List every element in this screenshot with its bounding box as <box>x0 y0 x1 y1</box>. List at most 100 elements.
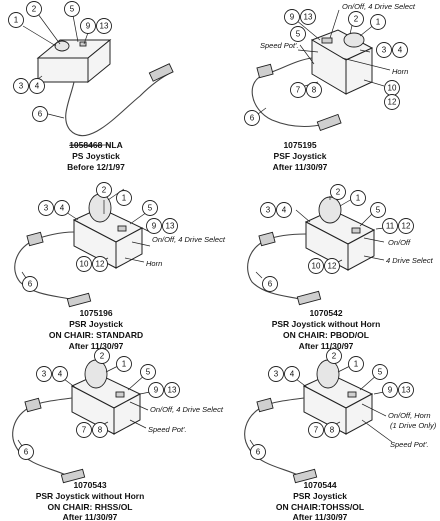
callout-ps-9: 9 <box>80 18 96 34</box>
svg-text:4: 4 <box>35 82 40 91</box>
callout-psr-tohss-7: 7 <box>308 422 324 438</box>
callout-psr-rhss-9: 9 <box>148 382 164 398</box>
callout-psr-rhss-13: 13 <box>164 382 180 398</box>
callout-psr-standard-9: 9 <box>146 218 162 234</box>
psr-standard-joystick-knob <box>88 193 112 223</box>
psr-pbod-connector <box>296 290 322 306</box>
callout-psr-tohss-3: 3 <box>268 366 284 382</box>
svg-text:2: 2 <box>100 352 105 361</box>
psf-cable-ferrite <box>256 63 274 79</box>
psr-standard-caption-name: PSR Joystick <box>69 319 123 329</box>
svg-text:4: 4 <box>58 370 63 379</box>
psr-tohss-caption-date: After 11/30/97 <box>293 512 348 521</box>
callout-psr-pbod-5: 5 <box>370 202 386 218</box>
svg-text:13: 13 <box>100 22 109 31</box>
psr-rhss-caption-chair: ON CHAIR: RHSS/OL <box>48 502 133 512</box>
svg-text:2: 2 <box>336 188 341 197</box>
psr-pbod-cable-ferrite <box>258 231 276 247</box>
psr-pbod-annotation-drive: 4 Drive Select <box>386 256 434 265</box>
callout-psr-standard-1: 1 <box>116 190 132 206</box>
callout-psr-pbod-6: 6 <box>262 276 278 292</box>
psr-tohss-switch <box>347 391 357 398</box>
psr-tohss-annotation-speed: Speed Pot'. <box>390 440 429 449</box>
svg-text:8: 8 <box>330 426 335 435</box>
ps-box-side <box>87 38 111 84</box>
psr-rhss-caption-date: After 11/30/97 <box>63 512 118 521</box>
psf-annotation-horn: Horn <box>392 67 408 76</box>
svg-text:12: 12 <box>402 222 411 231</box>
callout-ps-5: 5 <box>64 1 80 17</box>
svg-text:9: 9 <box>152 222 157 231</box>
callout-psf-7: 7 <box>290 82 306 98</box>
callout-psr-tohss-8: 8 <box>324 422 340 438</box>
svg-text:5: 5 <box>146 368 151 377</box>
callout-psr-tohss-1: 1 <box>348 356 364 372</box>
psf-part-number: 1075195 <box>283 140 316 150</box>
panel-psr-standard: On/Off, 4 Drive Select Horn 2 1 3 4 5 9 … <box>14 182 226 351</box>
svg-text:5: 5 <box>296 30 301 39</box>
psr-rhss-joystick-knob <box>84 359 108 389</box>
callout-psr-tohss-5: 5 <box>372 364 388 380</box>
psr-tohss-connector <box>292 468 318 484</box>
psr-standard-annotation-onoff: On/Off, 4 Drive Select <box>152 235 226 244</box>
svg-text:4: 4 <box>60 204 65 213</box>
ps-switch <box>79 41 87 47</box>
callout-psr-pbod-3: 3 <box>260 202 276 218</box>
svg-text:9: 9 <box>290 13 295 22</box>
callout-ps-4: 4 <box>29 78 45 94</box>
svg-text:7: 7 <box>296 86 301 95</box>
psr-rhss-cable <box>12 397 73 477</box>
callout-psr-rhss-6: 6 <box>18 444 34 460</box>
panel-psf: On/Off, 4 Drive Select Speed Pot'. Horn … <box>244 2 416 172</box>
callout-psr-tohss-13: 13 <box>398 382 414 398</box>
svg-text:6: 6 <box>38 110 43 119</box>
callout-psr-rhss-7: 7 <box>76 422 92 438</box>
ps-connector <box>148 63 174 82</box>
svg-text:5: 5 <box>70 5 75 14</box>
callout-ps-2: 1 <box>8 12 24 28</box>
psf-annotation-speed: Speed Pot'. <box>260 41 299 50</box>
callout-ps-3: 3 <box>13 78 29 94</box>
svg-text:3: 3 <box>274 370 279 379</box>
callout-psr-standard-4: 4 <box>54 200 70 216</box>
psr-pbod-caption-chair: ON CHAIR: PBOD/OL <box>283 330 369 340</box>
svg-text:6: 6 <box>250 114 255 123</box>
panel-psr-rhss: On/Off, 4 Drive Select Speed Pot'. 2 1 3… <box>12 348 224 521</box>
psr-rhss-switch <box>115 391 125 398</box>
psr-pbod-caption-name: PSR Joystick without Horn <box>272 319 381 329</box>
psr-standard-cable-ferrite <box>26 231 44 247</box>
callout-psr-tohss-2: 2 <box>326 348 342 364</box>
svg-text:6: 6 <box>256 448 261 457</box>
psr-tohss-part-number: 1070544 <box>303 480 336 490</box>
psr-tohss-cable-ferrite <box>256 397 274 413</box>
callout-psf-9: 9 <box>284 9 300 25</box>
ps-joystick-knob <box>54 40 70 52</box>
svg-text:2: 2 <box>354 15 359 24</box>
psr-rhss-annotation-onoff: On/Off, 4 Drive Select <box>150 405 224 414</box>
svg-text:12: 12 <box>328 262 337 271</box>
psf-annotation-onoff: On/Off, 4 Drive Select <box>342 2 416 11</box>
svg-text:2: 2 <box>102 186 107 195</box>
ps-caption-date: Before 12/1/97 <box>67 162 125 172</box>
svg-text:9: 9 <box>388 386 393 395</box>
svg-text:3: 3 <box>42 370 47 379</box>
psr-pbod-annotation-onoff: On/Off <box>388 238 411 247</box>
psr-pbod-box-side <box>347 229 375 271</box>
psr-rhss-cable-ferrite <box>24 397 42 413</box>
callout-psf-12: 12 <box>384 94 400 110</box>
psf-joystick-knob <box>343 32 365 48</box>
callout-psr-tohss-9: 9 <box>382 382 398 398</box>
ps-cable <box>65 71 173 137</box>
psf-caption-name: PSF Joystick <box>274 151 327 161</box>
callout-psf-2: 2 <box>348 11 364 27</box>
psf-caption-date: After 11/30/97 <box>273 162 328 172</box>
psr-rhss-box-side <box>113 393 141 435</box>
svg-text:13: 13 <box>168 386 177 395</box>
callout-psr-standard-10: 10 <box>76 256 92 272</box>
svg-text:4: 4 <box>398 46 403 55</box>
svg-text:10: 10 <box>80 260 89 269</box>
callout-ps-6: 6 <box>32 106 48 122</box>
svg-text:6: 6 <box>24 448 29 457</box>
svg-text:10: 10 <box>312 262 321 271</box>
svg-text:13: 13 <box>304 13 313 22</box>
